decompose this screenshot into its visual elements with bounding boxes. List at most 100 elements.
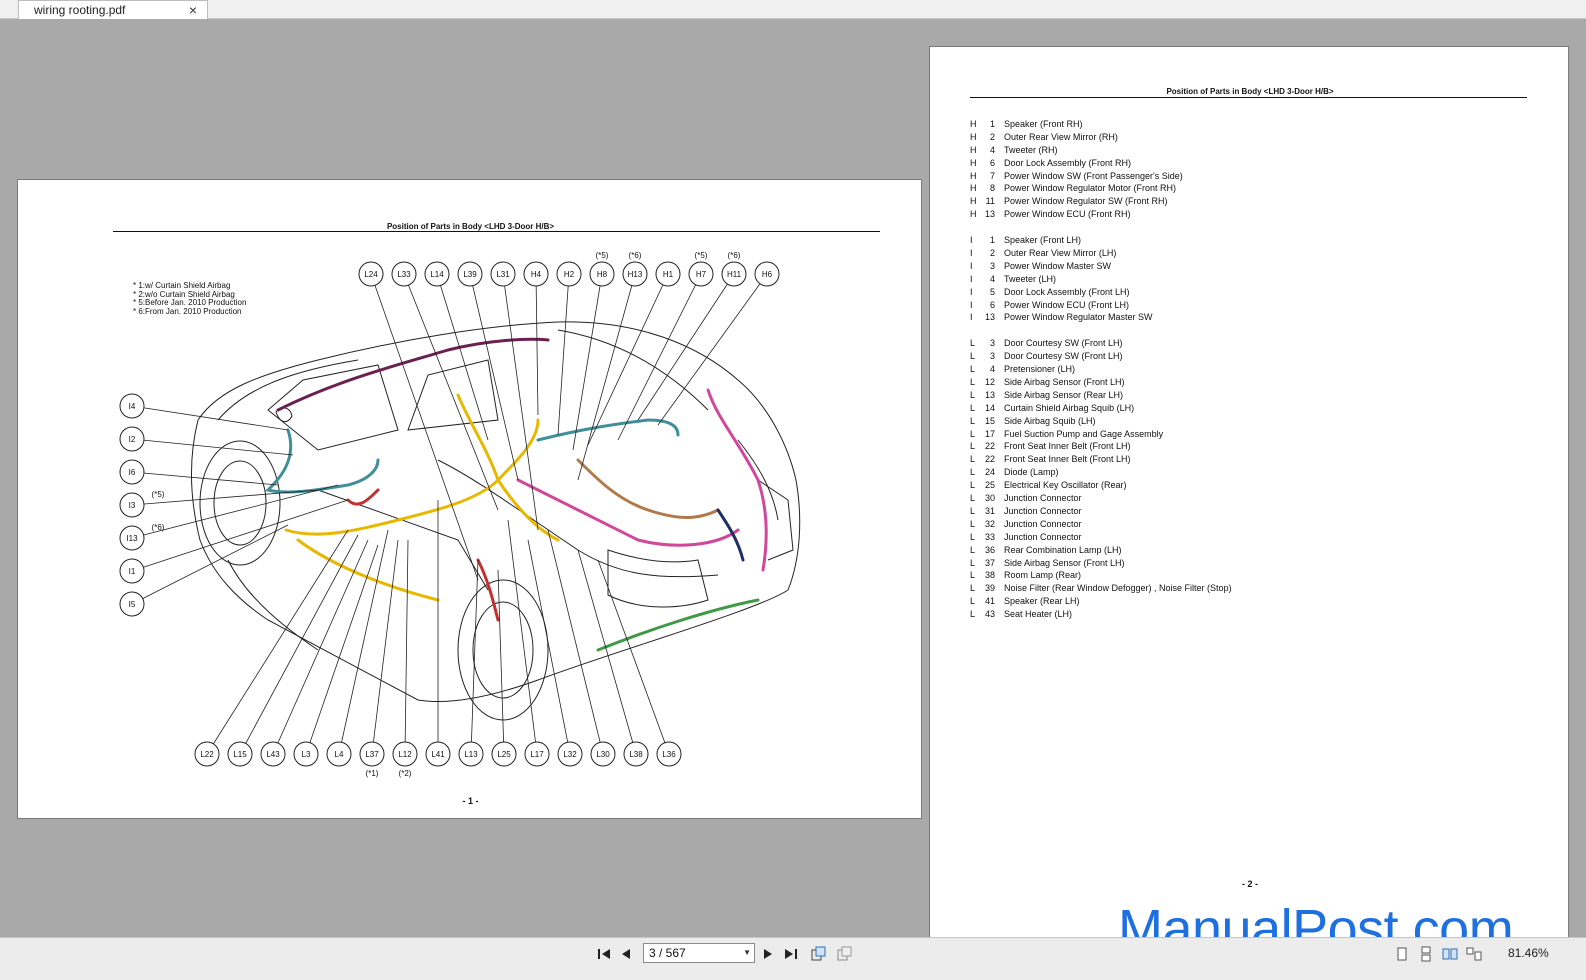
connector-label: L41 <box>431 750 445 759</box>
connector-label: H13 <box>628 270 643 279</box>
part-num: 4 <box>989 364 995 375</box>
part-name: Front Seat Inner Belt (Front LH) <box>1004 441 1131 452</box>
leader-line <box>535 273 539 416</box>
connector-label: H6 <box>762 270 773 279</box>
connector-label: I4 <box>129 402 136 411</box>
leader-line <box>502 273 539 531</box>
continuous-page-icon[interactable] <box>1418 946 1434 962</box>
connector-label: H1 <box>663 270 674 279</box>
part-letter: L <box>970 583 976 594</box>
document-tab[interactable]: wiring rooting.pdf × <box>18 0 208 19</box>
connector-label: L3 <box>302 750 311 759</box>
connector-label: L4 <box>335 750 344 759</box>
connector-callout-circle <box>688 261 714 287</box>
part-name: Door Lock Assembly (Front RH) <box>1004 157 1132 168</box>
connector-callout-circle <box>656 741 682 767</box>
part-name: Power Window Master SW <box>1004 260 1112 271</box>
tab-bar: wiring rooting.pdf × <box>0 0 1586 19</box>
part-name: Power Window ECU (Front LH) <box>1004 299 1130 310</box>
part-name: Noise Filter (Rear Window Defogger) , No… <box>1004 583 1232 594</box>
connector-note: (*1) <box>366 769 379 778</box>
close-icon[interactable]: × <box>188 2 197 18</box>
part-name: Pretensioner (LH) <box>1004 364 1076 375</box>
part-letter: L <box>970 377 976 388</box>
connector-note: (*6) <box>728 251 741 260</box>
part-name: Tweeter (LH) <box>1004 273 1057 284</box>
leader-line <box>572 273 603 451</box>
connector-label: H11 <box>727 270 742 279</box>
connector-callout-circle <box>623 741 649 767</box>
part-name: Tweeter (RH) <box>1004 144 1058 155</box>
page-number-input[interactable]: 3 / 567 ▼ <box>643 943 755 963</box>
part-name: Seat Heater (LH) <box>1004 609 1073 620</box>
leader-line <box>657 273 768 426</box>
part-name: Junction Connector <box>1004 505 1082 516</box>
connector-callout-circle <box>359 741 385 767</box>
leader-line <box>305 544 379 755</box>
connector-callout-circle <box>194 741 220 767</box>
footnote: * 2:w/o Curtain Shield Airbag <box>133 289 235 299</box>
document-viewport[interactable]: Position of Parts in Body <LHD 3-Door H/… <box>0 19 1586 952</box>
part-num: 17 <box>984 428 995 439</box>
leader-line <box>577 549 637 755</box>
connector-label: L38 <box>629 750 643 759</box>
next-page-icon[interactable] <box>760 946 776 962</box>
part-num: 15 <box>984 415 995 426</box>
leader-line <box>131 484 339 539</box>
connector-callout-circle <box>391 261 417 287</box>
chevron-down-icon[interactable]: ▼ <box>743 948 751 957</box>
part-num: 2 <box>989 248 995 259</box>
harness-green <box>596 598 760 652</box>
connector-note: (*5) <box>152 490 165 499</box>
part-name: Room Lamp (Rear) <box>1004 570 1082 581</box>
part-letter: H <box>970 144 977 155</box>
leader-line <box>272 539 369 755</box>
footnote: * 5:Before Jan. 2010 Production <box>133 298 247 307</box>
part-name: Power Window SW (Front Passenger's Side) <box>1004 170 1183 181</box>
first-page-icon[interactable] <box>596 946 612 962</box>
leader-line <box>131 524 289 605</box>
connector-label: I5 <box>129 600 136 609</box>
fit-width-icon[interactable] <box>836 946 852 962</box>
connector-label: I1 <box>129 567 136 576</box>
harness-brown <box>576 458 720 519</box>
part-name: Power Window Regulator Motor (Front RH) <box>1004 183 1177 194</box>
connector-label: I2 <box>129 435 136 444</box>
previous-page-icon[interactable] <box>618 946 634 962</box>
leader-line <box>527 539 571 755</box>
connector-callout-circle <box>622 261 648 287</box>
fit-page-icon[interactable] <box>810 946 826 962</box>
part-letter: L <box>970 351 976 362</box>
last-page-icon[interactable] <box>783 946 799 962</box>
connector-label: L13 <box>464 750 478 759</box>
facing-page-icon[interactable] <box>1442 946 1458 962</box>
part-letter: H <box>970 196 977 207</box>
connector-label: L43 <box>266 750 280 759</box>
navigation-toolbar: 3 / 567 ▼ 81.46% <box>0 937 1586 980</box>
connector-note: (*5) <box>596 251 609 260</box>
connector-label: L15 <box>233 750 247 759</box>
connector-label: L12 <box>398 750 412 759</box>
zoom-level[interactable]: 81.46% <box>1508 946 1549 960</box>
part-num: 3 <box>989 260 995 271</box>
connector-label: L31 <box>496 270 510 279</box>
connector-callout-circle <box>119 459 145 485</box>
harness-yellow <box>456 393 560 542</box>
cover-page-icon[interactable] <box>1466 946 1482 962</box>
leader-line <box>371 539 399 755</box>
single-page-icon[interactable] <box>1394 946 1410 962</box>
part-name: Outer Rear View Mirror (LH) <box>1004 248 1117 259</box>
connector-callout-circle <box>119 525 145 551</box>
connector-label: I6 <box>129 468 136 477</box>
part-letter: H <box>970 119 977 129</box>
